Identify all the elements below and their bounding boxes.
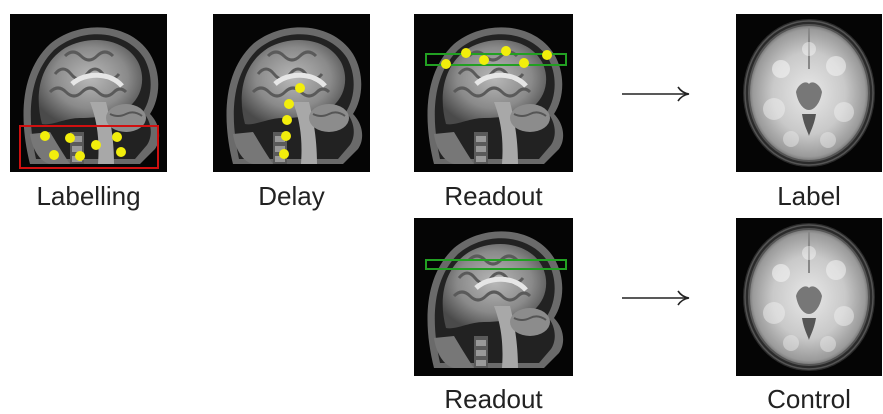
readout-control-caption: Readout <box>444 384 543 414</box>
label-caption: Label <box>777 181 841 211</box>
spin-dot <box>519 58 529 68</box>
readout-slab-box <box>425 259 567 270</box>
control-caption: Control <box>767 384 851 414</box>
labelling-caption: Labelling <box>36 181 141 211</box>
spin-dot <box>441 59 451 69</box>
label-axial-panel <box>736 14 882 172</box>
spin-dot <box>282 115 292 125</box>
spin-dot <box>501 46 511 56</box>
long-right-arrow-icon <box>620 286 692 310</box>
labelling-spin-dots <box>40 131 126 161</box>
spin-dot <box>40 131 50 141</box>
spin-dot <box>281 131 291 141</box>
delay-sagittal-image <box>213 14 370 172</box>
spin-dot <box>284 99 294 109</box>
spin-dot <box>479 55 489 65</box>
readout-slab-box <box>425 53 567 66</box>
spin-dot <box>542 50 552 60</box>
long-right-arrow-icon <box>620 82 692 106</box>
spin-dot <box>116 147 126 157</box>
readout-label-mri-panel <box>414 14 573 172</box>
readout-control-mri-panel <box>414 218 573 376</box>
delay-mri-panel <box>213 14 370 172</box>
readout-spin-dots <box>441 46 552 69</box>
delay-spin-dots <box>279 83 305 159</box>
spin-dot <box>295 83 305 93</box>
spin-dot <box>91 140 101 150</box>
spin-dot <box>65 133 75 143</box>
spin-dot <box>112 132 122 142</box>
labelling-sagittal-image <box>19 14 167 169</box>
readout-control-sagittal-image <box>414 218 567 376</box>
label-axial-image <box>742 18 876 168</box>
spin-dot <box>75 151 85 161</box>
control-axial-image <box>742 222 876 372</box>
spin-dot <box>279 149 289 159</box>
spin-dot <box>49 150 59 160</box>
labelling-mri-panel <box>10 14 167 172</box>
spin-dot <box>461 48 471 58</box>
control-axial-panel <box>736 218 882 376</box>
readout-label-caption: Readout <box>444 181 543 211</box>
readout-label-sagittal-image <box>414 14 567 172</box>
labelling-region-box <box>19 125 159 169</box>
delay-caption: Delay <box>258 181 325 211</box>
